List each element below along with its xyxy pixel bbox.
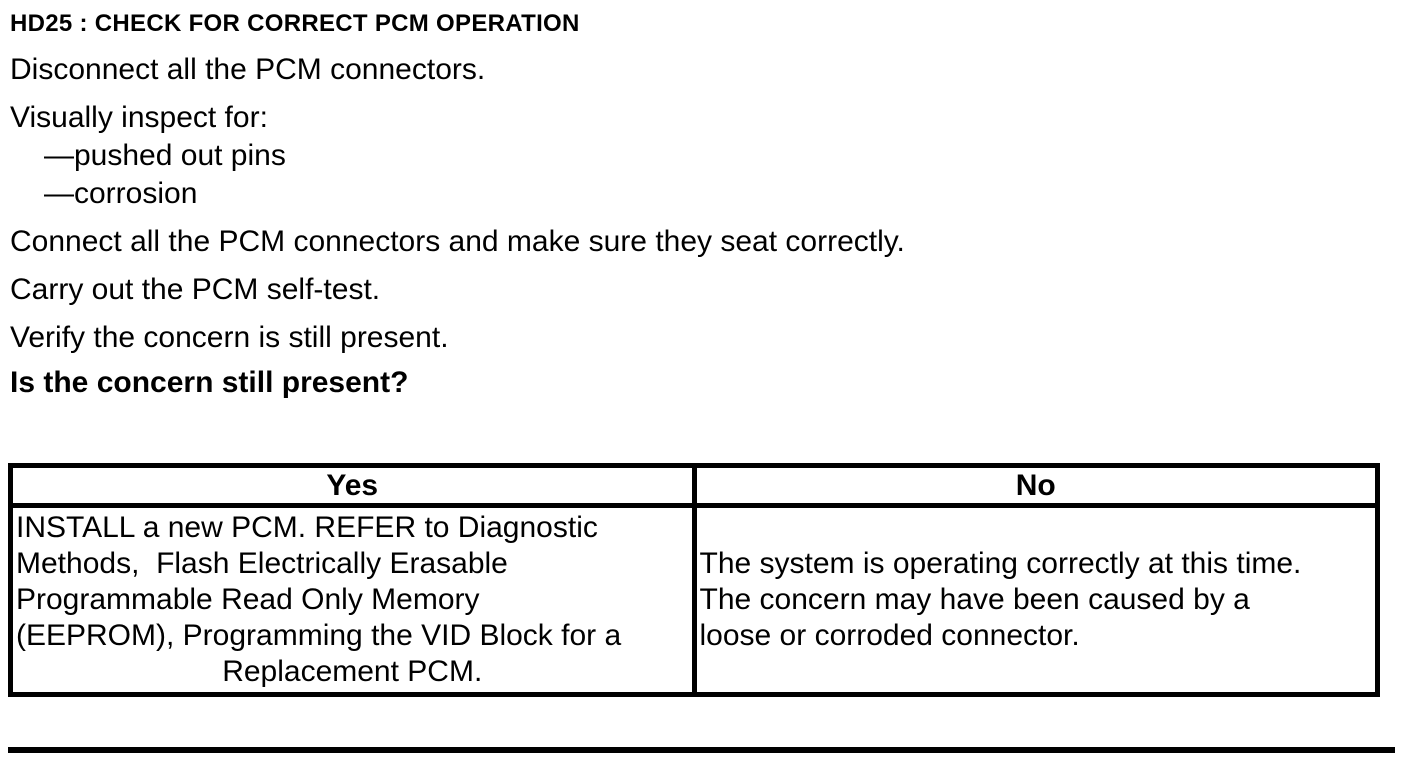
yes-action-cell: INSTALL a new PCM. REFER to Diagnostic M… xyxy=(8,503,697,697)
step-visual-inspect: Visually inspect for: xyxy=(10,101,268,134)
yes-column-header: Yes xyxy=(8,463,697,508)
step-disconnect-connectors: Disconnect all the PCM connectors. xyxy=(10,53,486,86)
no-action-line: The concern may have been caused by a xyxy=(699,583,1250,616)
yes-action-line: (EEPROM), Programming the VID Block for … xyxy=(16,619,622,652)
table-header-row: Yes No xyxy=(8,463,1380,508)
yes-action-line: INSTALL a new PCM. REFER to Diagnostic xyxy=(16,511,598,544)
inspect-item-pushed-pins: —pushed out pins xyxy=(44,139,286,172)
no-action-cell: The system is operating correctly at thi… xyxy=(691,503,1380,697)
decision-table: Yes No INSTALL a new PCM. REFER to Diagn… xyxy=(8,463,1380,697)
procedure-title: HD25 : CHECK FOR CORRECT PCM OPERATION xyxy=(10,10,580,37)
yes-action-line-last: Replacement PCM. xyxy=(222,655,483,688)
no-column-header: No xyxy=(691,463,1380,508)
step-self-test: Carry out the PCM self-test. xyxy=(10,273,381,306)
step-verify-concern: Verify the concern is still present. xyxy=(10,321,449,354)
yes-action-line: Methods, Flash Electrically Erasable xyxy=(16,547,508,580)
no-action-line: loose or corroded connector. xyxy=(699,619,1080,652)
step-connect-connectors: Connect all the PCM connectors and make … xyxy=(10,225,905,258)
bottom-divider xyxy=(8,747,1395,753)
table-body-row: INSTALL a new PCM. REFER to Diagnostic M… xyxy=(8,503,1380,697)
inspect-item-corrosion: —corrosion xyxy=(44,177,198,210)
yes-action-line: Programmable Read Only Memory xyxy=(16,583,480,616)
question-text: Is the concern still present? xyxy=(10,366,409,399)
no-action-line: The system is operating correctly at thi… xyxy=(699,547,1302,580)
